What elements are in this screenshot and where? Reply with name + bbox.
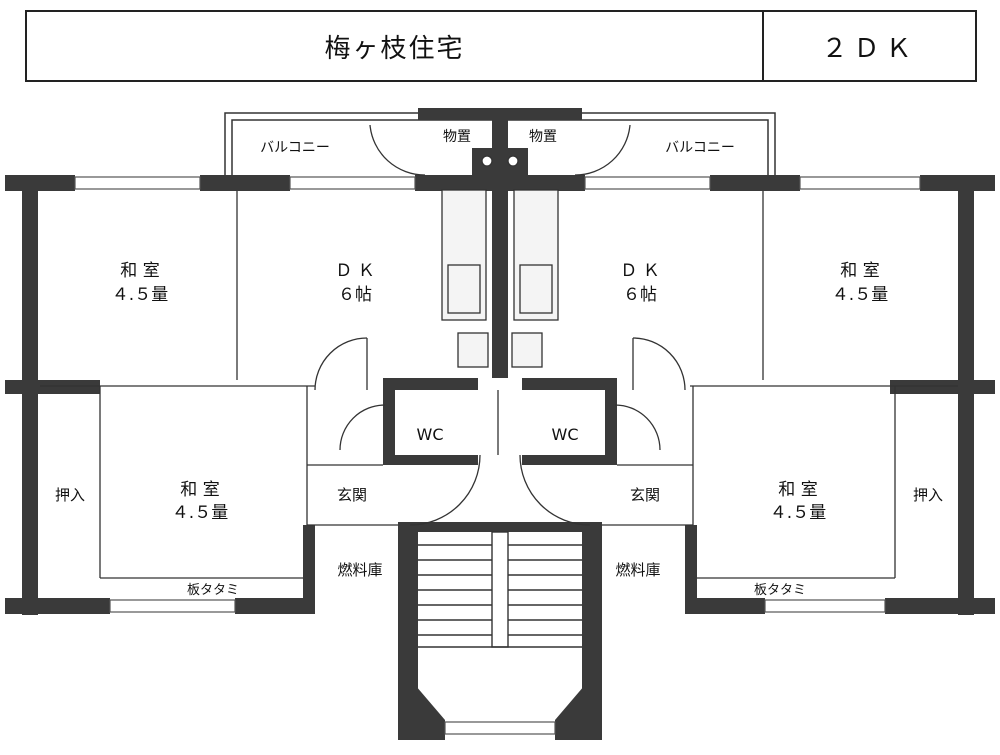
walls <box>5 108 995 740</box>
closet-label-left: 押入 <box>55 486 85 504</box>
interior-lines <box>40 124 958 579</box>
storage-label-left: 物置 <box>443 129 471 145</box>
room-label-nw: 和 室 <box>120 261 159 281</box>
board-tatami-label-left: 板タタミ <box>187 583 239 598</box>
entrance-label-right: 玄関 <box>630 486 660 504</box>
unit-type: ２ＤＫ <box>821 33 918 64</box>
dk-label-right: Ｄ Ｋ <box>620 261 659 281</box>
closet-label-right: 押入 <box>913 486 943 504</box>
board-tatami-label-right: 板タタミ <box>754 583 806 598</box>
stairs <box>418 531 582 648</box>
title-block: 梅ヶ枝住宅 ２ＤＫ <box>25 10 977 82</box>
room-size-ne: ４.５量 <box>832 285 888 305</box>
room-size-se: ４.５量 <box>770 503 826 523</box>
dk-label-left: Ｄ Ｋ <box>335 261 374 281</box>
dk-size-left: ６帖 <box>338 285 372 305</box>
wc-label-left: WC <box>417 425 444 444</box>
entrance-label-left: 玄関 <box>337 486 367 504</box>
room-label-se: 和 室 <box>778 480 817 500</box>
title-divider <box>762 12 764 80</box>
kitchen-fixtures <box>441 155 559 368</box>
fuel-store-label-left: 燃料庫 <box>337 561 382 579</box>
windows <box>74 176 921 735</box>
dk-size-right: ６帖 <box>623 285 657 305</box>
room-label-sw: 和 室 <box>180 480 219 500</box>
room-labels: バルコニー バルコニー 物置 物置 和 室 ４.５量 和 室 ４.５量 和 室 … <box>55 129 943 598</box>
room-size-sw: ４.５量 <box>172 503 228 523</box>
balcony-label-right: バルコニー <box>665 140 735 156</box>
wc-label-right: WC <box>552 425 579 444</box>
storage-label-right: 物置 <box>529 129 557 145</box>
balcony-label-left: バルコニー <box>260 140 330 156</box>
room-label-ne: 和 室 <box>840 261 879 281</box>
building-name: 梅ヶ枝住宅 <box>324 33 465 64</box>
fuel-store-label-right: 燃料庫 <box>615 561 660 579</box>
room-size-nw: ４.５量 <box>112 285 168 305</box>
